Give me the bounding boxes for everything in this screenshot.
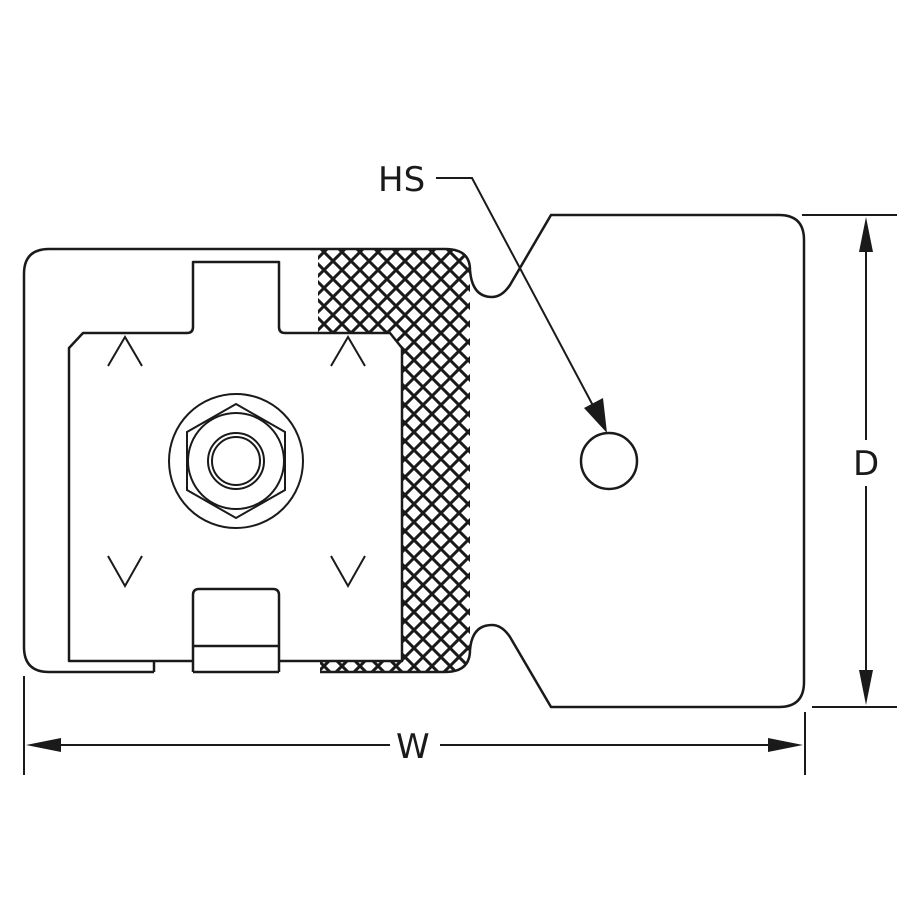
lug-tab-outline: [468, 213, 806, 709]
d-extension-lines: [802, 214, 897, 708]
bolt-outer: [207, 432, 265, 490]
crosshatch-insulation: [318, 249, 470, 672]
clamp-plate-outline: [67, 260, 404, 663]
d-label: D: [853, 444, 879, 484]
hs-leader-line: [436, 177, 599, 416]
washer: [168, 393, 304, 529]
chevron-down-icon: [330, 555, 366, 589]
d-arrow-up: [859, 217, 873, 252]
outer-body-bottom-right: [320, 649, 472, 674]
bottom-slot: [191, 587, 281, 674]
chevron-up-icon: [330, 335, 366, 367]
w-arrow-right: [768, 738, 803, 752]
chevron-up-icon: [107, 335, 143, 367]
d-arrow-down: [859, 670, 873, 705]
chevron-down-icon: [107, 555, 143, 589]
mounting-hole: [579, 431, 639, 491]
bolt-inner: [211, 436, 261, 486]
hs-label: HS: [378, 160, 425, 200]
nut-face: [187, 412, 285, 510]
w-extension-lines: [23, 676, 806, 775]
w-arrow-left: [26, 738, 61, 752]
hs-arrowhead: [584, 398, 607, 433]
w-label: W: [396, 727, 430, 767]
outer-body-outline: [22, 247, 472, 674]
hex-nut: [186, 402, 286, 520]
